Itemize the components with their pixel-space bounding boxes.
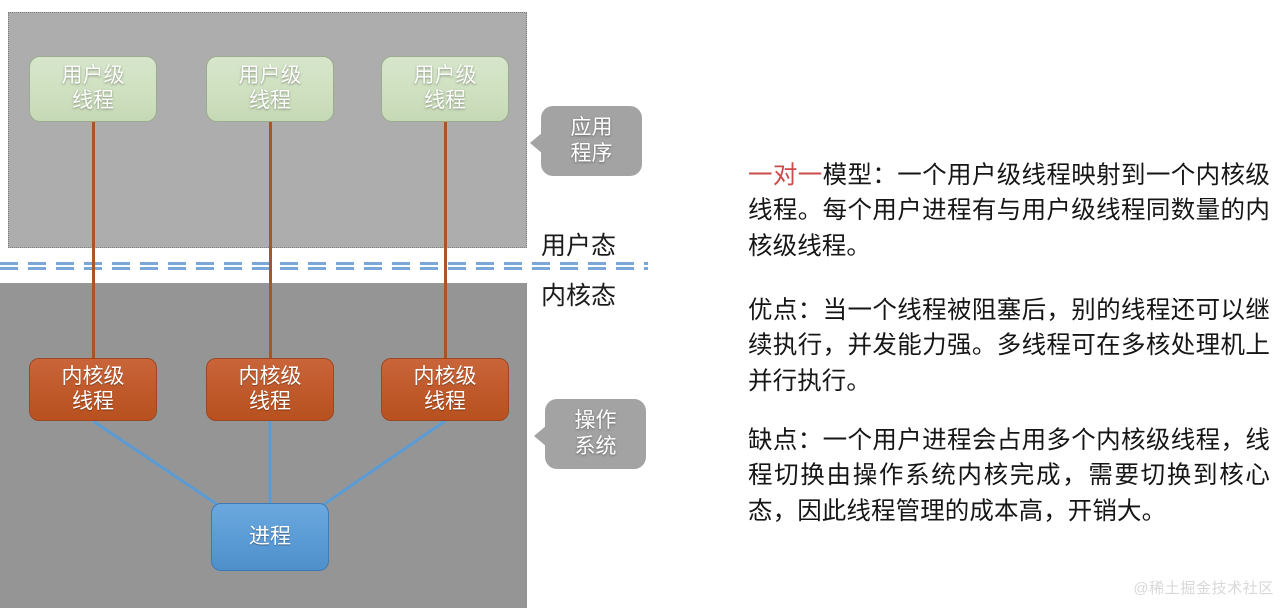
thread-model-diagram: 用户级 线程 用户级 线程 用户级 线程 内核级 线程 内核级 线程 内核级 线… <box>0 12 648 608</box>
kernel-level-thread-2-line1: 内核级 <box>238 364 302 388</box>
paragraph-one-to-one-model: 一对一模型：一个用户级线程映射到一个内核级线程。每个用户进程有与用户级线程同数量… <box>748 158 1270 265</box>
paragraph-2-body: 优点：当一个线程被阻塞后，别的线程还可以继续执行，并发能力强。多线程可在多核处理… <box>748 296 1270 395</box>
user-level-thread-box-3: 用户级 线程 <box>381 56 509 122</box>
kernel-level-thread-box-1: 内核级 线程 <box>29 358 157 421</box>
user-level-thread-2-line2: 线程 <box>249 89 291 112</box>
user-to-kernel-link-3 <box>444 120 447 360</box>
user-mode-label: 用户态 <box>541 233 617 260</box>
kernel-mode-label: 内核态 <box>541 283 617 310</box>
paragraph-disadvantages: 缺点：一个用户进程会占用多个内核级线程，线程切换由操作系统内核完成，需要切换到核… <box>748 423 1270 530</box>
process-box: 进程 <box>211 503 329 571</box>
user-level-thread-3-line1: 用户级 <box>413 64 477 88</box>
kernel-level-thread-box-3: 内核级 线程 <box>381 358 509 421</box>
kernel-level-thread-2-line2: 线程 <box>249 389 291 413</box>
user-level-thread-box-1: 用户级 线程 <box>29 56 157 122</box>
user-kernel-boundary-line <box>0 262 648 270</box>
paragraph-1-body: 模型：一个用户级线程映射到一个内核级线程。每个用户进程有与用户级线程同数量的内核… <box>748 161 1270 260</box>
user-to-kernel-link-2 <box>269 120 272 360</box>
application-callout: 应用 程序 <box>530 106 642 176</box>
application-callout-line1: 应用 <box>570 115 613 139</box>
paragraph-3-body: 缺点：一个用户进程会占用多个内核级线程，线程切换由操作系统内核完成，需要切换到核… <box>748 426 1270 525</box>
paragraph-advantages: 优点：当一个线程被阻塞后，别的线程还可以继续执行，并发能力强。多线程可在多核处理… <box>748 293 1270 400</box>
process-label: 进程 <box>249 524 291 548</box>
user-space-region <box>8 12 527 248</box>
kernel-level-thread-box-2: 内核级 线程 <box>206 358 334 421</box>
explanation-text-panel: 一对一模型：一个用户级线程映射到一个内核级线程。每个用户进程有与用户级线程同数量… <box>748 0 1276 608</box>
user-level-thread-1-line2: 线程 <box>72 89 114 112</box>
user-level-thread-3-line2: 线程 <box>424 89 466 112</box>
user-to-kernel-link-1 <box>92 120 95 360</box>
kernel-level-thread-3-line1: 内核级 <box>413 364 477 388</box>
operating-system-callout-line2: 系统 <box>574 435 617 458</box>
kernel-level-thread-3-line2: 线程 <box>424 389 466 413</box>
operating-system-callout-line1: 操作 <box>574 408 617 432</box>
application-callout-line2: 程序 <box>570 142 613 165</box>
kernel-level-thread-1-line1: 内核级 <box>61 364 125 388</box>
kernel-level-thread-1-line2: 线程 <box>72 389 114 413</box>
operating-system-callout: 操作 系统 <box>534 399 646 469</box>
user-level-thread-1-line1: 用户级 <box>61 64 125 88</box>
user-level-thread-box-2: 用户级 线程 <box>206 56 334 122</box>
user-level-thread-2-line1: 用户级 <box>238 64 302 88</box>
watermark: @稀土掘金技术社区 <box>1133 580 1274 597</box>
boundary-dash-row-bottom <box>0 267 648 270</box>
paragraph-1-highlight: 一对一 <box>748 161 823 189</box>
boundary-dash-row-top <box>0 262 648 265</box>
